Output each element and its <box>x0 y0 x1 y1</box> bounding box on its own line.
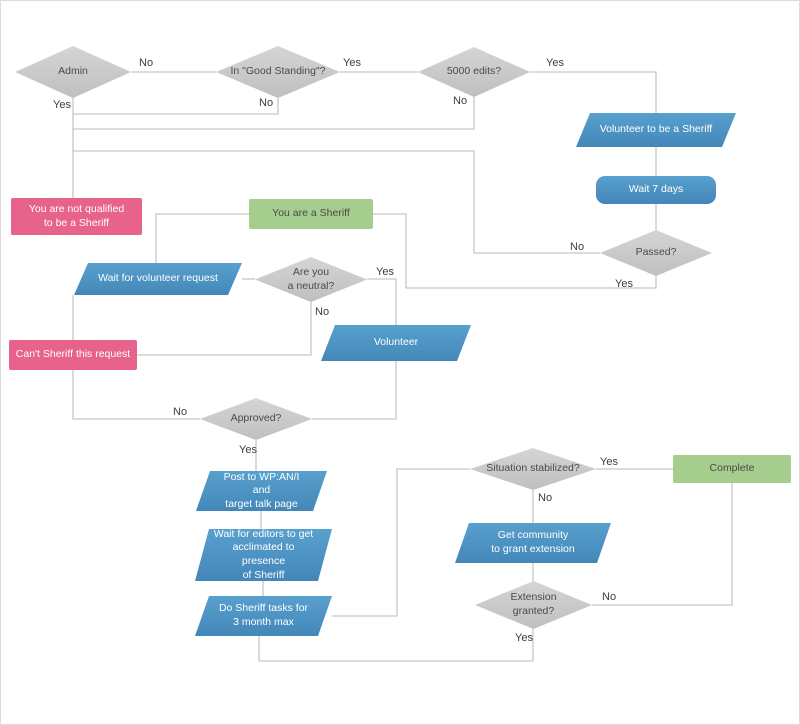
edge-label-passed-no: No <box>570 241 585 253</box>
node-complete: Complete <box>673 455 791 483</box>
edge-label-5000-edits-yes: Yes <box>546 57 564 69</box>
edge-5000-edits-to-not-qualified <box>73 97 475 130</box>
node-volunteer-to-be-sheriff: Volunteer to be a Sheriff <box>576 113 736 147</box>
edge-5000-edits-to-volunteer-sheriff <box>530 71 657 113</box>
node-do-sheriff-tasks: Do Sheriff tasks for 3 month max <box>195 596 332 636</box>
edge-label-situation-no: No <box>538 492 553 504</box>
edge-label-situation-yes: Yes <box>600 456 618 468</box>
node-cant-sheriff-request: Can't Sheriff this request <box>9 340 137 370</box>
edge-label-approved-no: No <box>173 406 188 418</box>
edge-extension-to-complete <box>592 483 733 606</box>
edge-label-approved-yes: Yes <box>239 444 257 456</box>
edge-passed-to-you-are-sheriff <box>373 213 657 289</box>
edge-label-extension-no: No <box>602 591 617 603</box>
node-you-are-a-sheriff: You are a Sheriff <box>249 199 373 229</box>
node-volunteer: Volunteer <box>321 325 471 361</box>
edge-label-good-standing-no: No <box>259 97 274 109</box>
edge-label-admin-no: No <box>139 57 154 69</box>
edge-volunteer-to-approved <box>312 361 397 420</box>
edge-are-you-neutral-to-cant-sheriff <box>137 302 312 356</box>
edge-label-neutral-yes: Yes <box>376 266 394 278</box>
node-post-to-wp-ani: Post to WP:AN/I and target talk page <box>196 471 327 511</box>
edge-approved-to-cant-sheriff <box>72 370 200 420</box>
node-wait-for-volunteer-request: Wait for volunteer request <box>74 263 242 295</box>
edge-passed-to-not-qualified <box>73 150 600 254</box>
edge-label-extension-yes: Yes <box>515 632 533 644</box>
edge-label-good-standing-yes: Yes <box>343 57 361 69</box>
edge-label-passed-yes: Yes <box>615 278 633 290</box>
edge-label-neutral-no: No <box>315 306 330 318</box>
edge-label-admin-yes: Yes <box>53 99 71 111</box>
node-not-qualified: You are not qualified to be a Sheriff <box>11 198 142 235</box>
edge-extension-to-do-tasks <box>258 629 534 662</box>
edge-label-5000-edits-no: No <box>453 95 468 107</box>
edge-are-you-neutral-to-volunteer <box>367 278 397 325</box>
edge-you-are-sheriff-to-wait-volunteer <box>155 213 249 263</box>
edge-good-standing-to-not-qualified <box>73 98 279 115</box>
node-wait-7-days: Wait 7 days <box>596 176 716 204</box>
node-wait-for-editors: Wait for editors to get acclimated to pr… <box>195 529 332 581</box>
node-get-community-extension: Get community to grant extension <box>455 523 611 563</box>
edge-do-tasks-to-situation-stabilized <box>332 468 470 617</box>
